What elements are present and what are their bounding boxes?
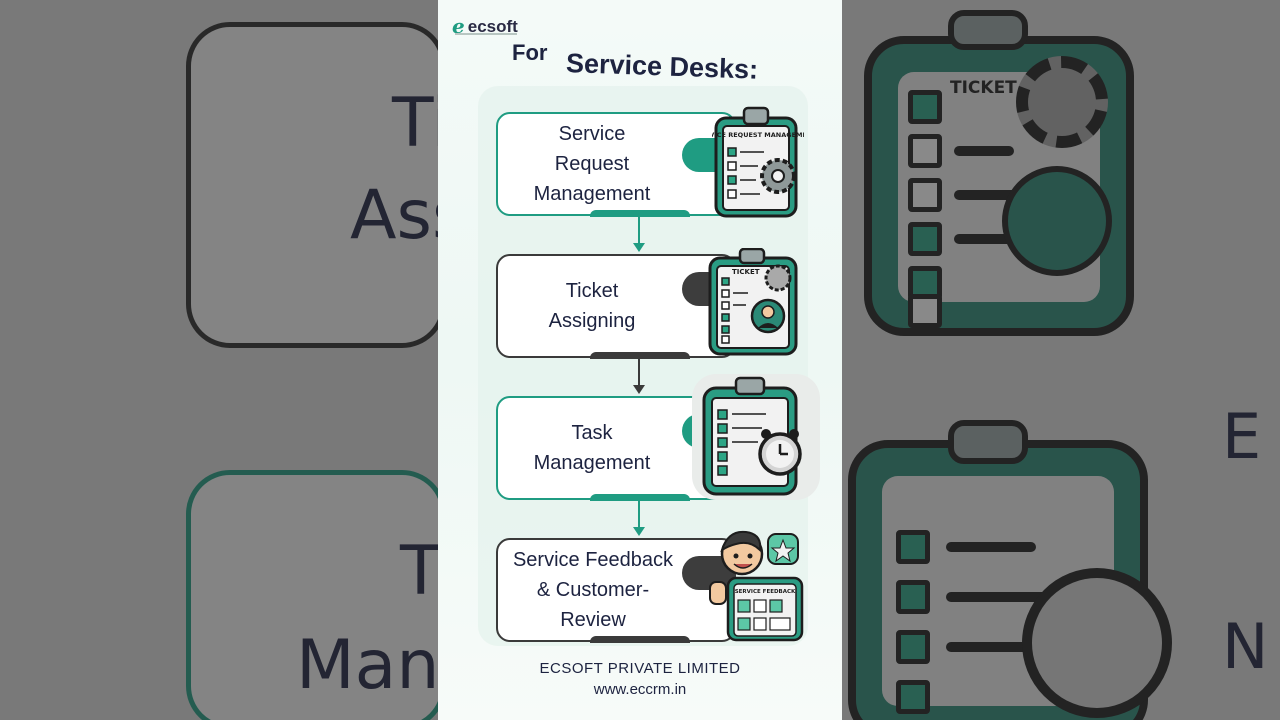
background-text-t: T — [400, 532, 438, 611]
title-prefix: For — [512, 40, 548, 65]
background-task-board — [848, 440, 1148, 720]
background-clock-icon — [1022, 568, 1172, 718]
flow-arrow — [633, 358, 645, 394]
flow-arrow — [633, 216, 645, 252]
step-tab — [590, 352, 690, 359]
background-card-task — [186, 470, 438, 720]
step-service-request-management: Service Request Management — [496, 112, 736, 217]
background-text-n: N — [1222, 610, 1269, 683]
logo-text: ecsoft — [467, 16, 518, 36]
ecsoft-logo: e ecsoft — [452, 16, 518, 36]
flow-arrow — [633, 500, 645, 536]
step-label: Service Request Management — [533, 123, 651, 205]
background-text-mana: Mana — [296, 626, 438, 705]
ticket-clipboard-icon: TICKET — [708, 248, 798, 356]
background-text-ti: Ti — [392, 84, 438, 163]
task-clipboard-clock-icon — [692, 374, 820, 500]
step-label: Service Feedback & Customer- Review — [512, 549, 674, 631]
step-label: Task Management — [533, 422, 651, 474]
step-service-feedback-review: Service Feedback & Customer- Review — [496, 538, 736, 643]
background-text-e: E — [1222, 400, 1262, 473]
service-feedback-character-icon: SERVICE FEEDBACK — [709, 530, 804, 642]
background-right-panel: TICKET E N — [842, 0, 1280, 720]
logo-mark: e — [452, 14, 465, 38]
logo-tagline — [455, 33, 517, 35]
infographic-panel: e ecsoft For Service Desks: Service Requ… — [438, 0, 842, 720]
background-left-panel: Ti Ass T Mana — [0, 0, 438, 720]
page-title: Service Desks: — [565, 48, 759, 85]
step-tab — [590, 494, 690, 501]
background-ticket-label: TICKET — [950, 78, 1017, 98]
step-tab — [590, 636, 690, 643]
step-label: Ticket Assigning — [548, 280, 636, 332]
step-ticket-assigning: Ticket Assigning — [496, 254, 736, 359]
background-ticket-board: TICKET — [864, 36, 1134, 336]
clipboard-caption: SERVICE REQUEST MANAGEMENT — [712, 131, 804, 139]
background-avatar-icon — [1002, 166, 1112, 276]
background-gear-icon — [1016, 56, 1108, 148]
background-card-ticket — [186, 22, 438, 348]
background-text-ass: Ass — [350, 176, 438, 255]
clipboard-caption: TICKET — [732, 268, 760, 276]
service-request-clipboard-icon: SERVICE REQUEST MANAGEMENT — [712, 106, 804, 218]
company-name: ECSOFT PRIVATE LIMITED — [539, 660, 741, 677]
step-tab — [590, 210, 690, 217]
background-clip-bottom — [948, 420, 1028, 464]
feedback-board-caption: SERVICE FEEDBACK — [735, 589, 796, 595]
background-clip-top — [948, 10, 1028, 50]
website-url: www.eccrm.in — [593, 681, 687, 698]
